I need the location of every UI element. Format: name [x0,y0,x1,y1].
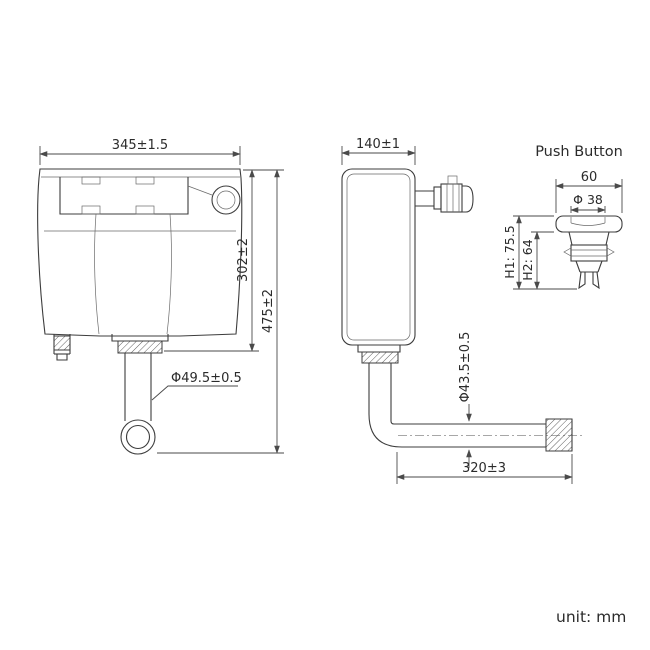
dim-overall-height-475: 475±2 [157,169,284,454]
dim-button-h2: H2: 64 [520,231,554,290]
button-barb-right [606,247,615,257]
dim-pipe-diameter: Φ43.5±0.5 [458,332,473,468]
front-overall-height-dim-label: 475±2 [261,289,276,333]
front-outlet-diameter-label: Φ49.5±0.5 [171,371,242,386]
front-width-dim-label: 345±1.5 [112,138,168,153]
panel-tab-bottom-right [135,205,155,215]
push-button-body [555,215,623,290]
front-view: 345±1.5 302±2 475±2 Φ49.5±0.5 [37,138,284,455]
dim-button-h1: H1: 75.5 [502,215,577,290]
outlet-elbow-inner [125,424,151,450]
dim-button-diameter-38: Φ 38 [570,192,606,213]
front-tank-height-dim-label: 302±2 [236,238,251,282]
dim-tank-height-302: 302±2 [164,169,284,352]
push-button-detail: Push Button 60 Φ 38 [502,144,623,290]
elbow-outer [368,413,403,448]
push-button-title: Push Button [535,144,623,160]
dim-depth-140: 140±1 [341,137,416,165]
outlet-thread [117,340,163,354]
outlet-elbow-outer [120,419,156,455]
inlet-cap-inner [216,190,236,210]
unit-label: unit: mm [556,608,626,626]
button-stem [575,260,603,273]
side-body-outer [341,168,416,346]
pipe-thread-end [545,418,573,452]
elbow-inner [390,420,395,425]
front-outlet-assembly [111,334,169,455]
side-outlet-assembly [357,345,582,452]
body-rib-left [94,213,100,335]
button-h1-dim-label: H1: 75.5 [502,225,517,278]
body-rib-right [166,213,172,335]
button-neck [568,231,610,246]
button-clip-left [578,271,586,290]
outlet-flange [111,334,169,342]
panel-tab-bottom-left [81,205,101,215]
dim-width-345: 345±1.5 [39,138,241,165]
pipe-diameter-dim-label: Φ43.5±0.5 [458,332,473,403]
side-inlet-thread [53,335,71,351]
button-h2-dim-label: H2: 64 [520,239,535,280]
panel-tab-top-left [81,176,101,185]
side-inlet-fitting [53,334,71,361]
button-clip-right [592,271,600,290]
button-flange [555,215,623,233]
valve-fitting [415,175,474,213]
button-block [570,244,608,262]
button-diameter-dim-label: Φ 38 [573,192,603,207]
cistern-outline [37,168,243,337]
side-outlet-thread [361,351,399,364]
pipe-length-dim-label: 320±3 [462,461,506,476]
button-barb-left [563,247,572,257]
button-width-dim-label: 60 [581,170,598,185]
inlet-cap-outer [211,185,241,215]
dim-button-width-60: 60 [555,170,623,213]
panel-tab-top-right [135,176,155,185]
side-body-inner [346,173,411,341]
side-view: 140±1 [341,137,582,484]
dim-outlet-diameter: Φ49.5±0.5 [151,371,242,401]
access-panel [59,177,189,215]
dim-pipe-length-320: 320±3 [396,452,573,484]
side-depth-dim-label: 140±1 [356,137,400,152]
inlet-cap-leader [187,185,213,196]
